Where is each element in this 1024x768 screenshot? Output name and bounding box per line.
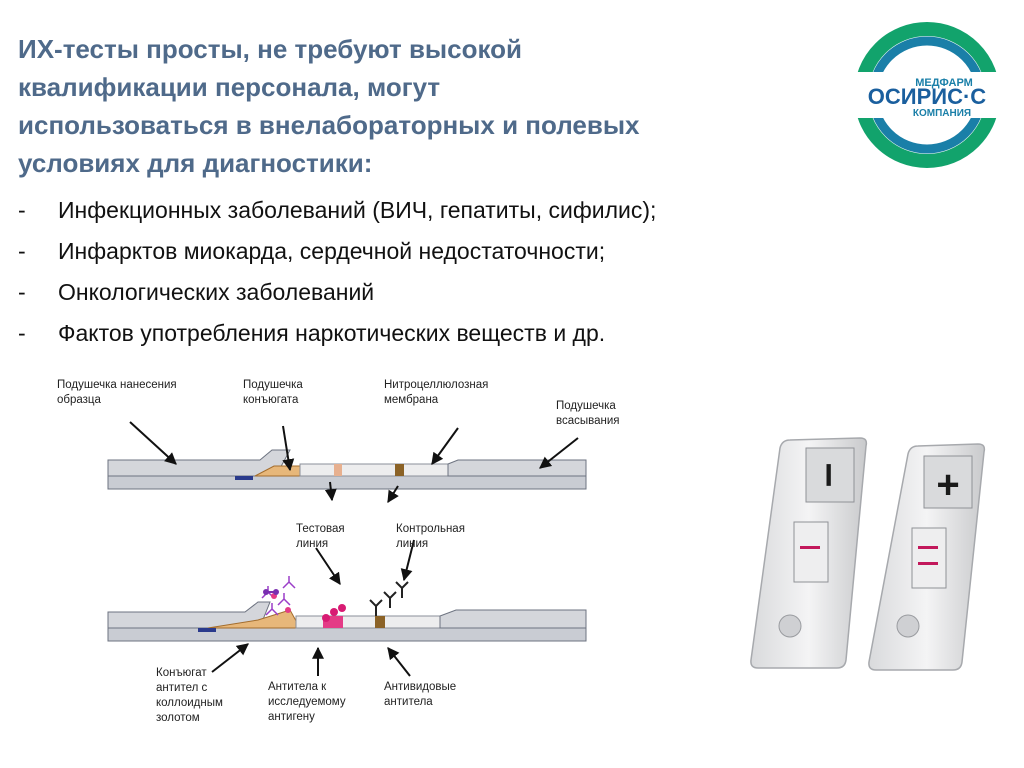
bullet-dash: - [18, 238, 26, 264]
control-line-band [395, 464, 404, 476]
title-line: ИХ-тесты просты, не требуют высокой [18, 34, 523, 64]
control-line-antibodies [369, 581, 409, 616]
label-gold-conjugate: Конъюгат антител с коллоидным золотом [156, 667, 223, 724]
sample-pad [107, 601, 271, 629]
label-control-line: Контрольная линия [396, 523, 465, 550]
test-line-antibodies [322, 604, 346, 622]
bullet-dash: - [18, 197, 26, 223]
arrow [400, 539, 415, 582]
list-item: - Инфарктов миокарда, сердечной недостато… [18, 236, 888, 277]
test-line [918, 546, 938, 549]
osiris-logo: МЕДФАРМ ОСИРИС·С КОМПАНИЯ [852, 22, 1002, 168]
control-line [918, 562, 938, 565]
sample-well [896, 614, 920, 638]
logo-top-text: МЕДФАРМ [915, 77, 973, 89]
label-absorbent-pad: Подушечка всасывания [556, 400, 620, 427]
control-line [800, 546, 820, 549]
arrow [539, 437, 579, 469]
label-anti-species: Антивидовые антитела [384, 681, 457, 708]
result-window [793, 521, 829, 583]
cassette-sign-box [923, 455, 973, 509]
arrow [211, 643, 249, 673]
cassette-positive-sign: + [936, 463, 959, 507]
list-item: - Фактов употребления наркотических вещес… [18, 318, 888, 359]
absorbent-pad [439, 609, 587, 629]
bullet-text: Фактов употребления наркотических вещест… [58, 320, 606, 346]
arrow [129, 421, 177, 465]
bullet-dash: - [18, 320, 26, 346]
result-window [911, 527, 947, 589]
lateral-flow-diagram: – + Подушечка нанесения образца Подушечк… [0, 360, 1024, 768]
bullet-dash: - [18, 279, 26, 305]
logo-bottom-text: КОМПАНИЯ [913, 108, 971, 119]
bullet-text: Онкологических заболеваний [58, 279, 375, 305]
slide-title: ИХ-тесты просты, не требуют высокой квал… [18, 30, 838, 182]
arrow [282, 425, 295, 472]
diagram-graphics: – + [107, 421, 986, 677]
diagram-arrows [129, 421, 579, 677]
membrane [299, 463, 459, 477]
sample-well [778, 614, 802, 638]
arrow [324, 481, 337, 502]
cassette-sign-box [805, 447, 855, 503]
bullet-text: Инфарктов миокарда, сердечной недостаточ… [58, 238, 606, 264]
arrow [431, 427, 459, 465]
antigen-marker [263, 589, 269, 595]
membrane [295, 615, 447, 629]
label-test-line: Тестовая линия [296, 523, 345, 550]
test-line-band [334, 464, 342, 476]
title-line: квалификации персонала, могут [18, 72, 441, 102]
bullet-text: Инфекционных заболеваний (ВИЧ, гепатиты,… [58, 197, 657, 223]
cassette-positive: + [868, 443, 986, 671]
title-line: использоваться в внелабораторных и полев… [18, 110, 640, 140]
cassette-negative: – [750, 437, 868, 669]
strip-dark-edge [235, 476, 253, 480]
bullet-list: - Инфекционных заболеваний (ВИЧ, гепатиты… [18, 195, 888, 359]
cassette-negative-sign: – [807, 463, 856, 487]
list-item: - Инфекционных заболеваний (ВИЧ, гепатиты… [18, 195, 888, 236]
control-line-band [375, 616, 385, 628]
arrow [387, 485, 399, 504]
strip-backing [107, 475, 587, 490]
test-strip-bottom [107, 576, 587, 642]
strip-backing [107, 627, 587, 642]
arrow [387, 647, 411, 677]
label-membrane: Нитроцеллюлозная мембрана [384, 379, 489, 406]
list-item: - Онкологических заболеваний [18, 277, 888, 318]
logo-main-text: ОСИРИС·С [868, 84, 987, 109]
logo-band [852, 72, 1002, 118]
strip-dark-edge [198, 628, 216, 632]
label-conjugate-pad: Подушечка конъюгата [243, 379, 303, 406]
label-sample-pad: Подушечка нанесения образца [57, 379, 177, 406]
arrow [315, 547, 341, 585]
label-antibodies: Антитела к исследуемому антигену [268, 681, 346, 723]
title-line: условиях для диагностики: [18, 148, 373, 178]
test-strip-top [107, 449, 587, 490]
absorbent-pad [447, 459, 587, 477]
gold-particle [285, 607, 291, 613]
